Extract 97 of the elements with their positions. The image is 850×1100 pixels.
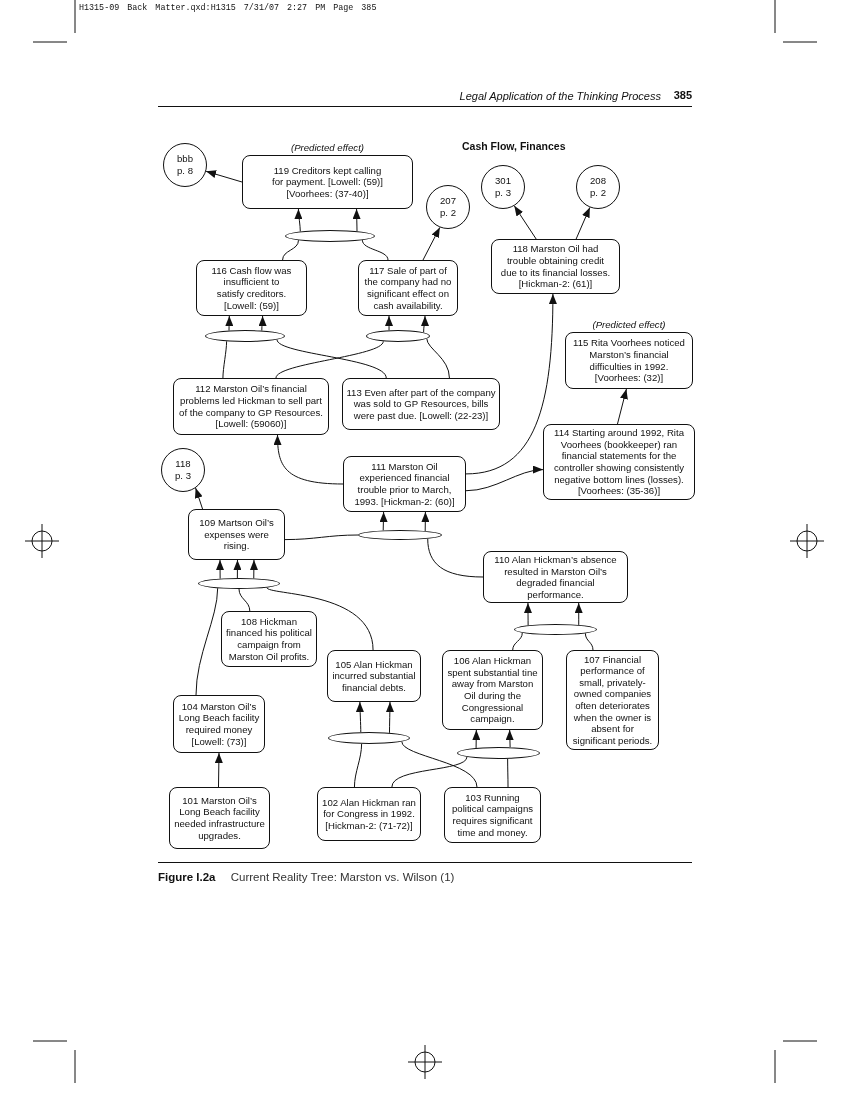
entity-box	[543, 424, 695, 500]
arrow	[465, 293, 557, 475]
entity-box	[491, 239, 620, 294]
page-connector-circle	[576, 165, 620, 209]
entity-text: 108 Hickman financed his political campaign from Marston Oil profits.	[225, 615, 313, 663]
page-reference-text: 208 p. 2	[589, 175, 607, 199]
entity-text: 107 Financial performance of small, privately-owned companies often deteriorates when the owner is absent for significant periods.	[571, 653, 654, 747]
page-connector-circle	[481, 165, 525, 209]
entity-box	[342, 378, 500, 430]
entity-text: 101 Marston Oil’s Long Beach facility needed infrastructure upgrades.	[173, 794, 266, 842]
page-connector-circle	[426, 185, 470, 229]
arrow	[421, 511, 430, 532]
entity-text: 106 Alan Hickman spent substantial tine away from Marston Oil during the Congressional campaign.	[446, 655, 539, 725]
entity-text: 109 Martson Oil’s expenses were rising.	[198, 517, 275, 552]
and-junction-ellipse	[457, 747, 540, 759]
page-reference-text: 118 p. 3	[174, 458, 192, 482]
diagram-title: Cash Flow, Finances	[462, 140, 566, 152]
and-junction-ellipse	[358, 530, 442, 540]
arrow	[273, 434, 344, 485]
arrow	[258, 315, 267, 332]
entity-text: 114 Starting around 1992, Rita Voorhees (bookkeeper) ran financial statements for the controller showing consistently negative bottom lines (losses). [Voorhees: (35-36)]	[552, 427, 686, 497]
connector-line	[584, 632, 594, 651]
connector-line	[427, 538, 484, 578]
entity-text: 119 Creditors kept calling for payment. [Lowell: (59)] [Voorhees: (37-40)]	[271, 164, 384, 200]
arrow	[385, 315, 393, 331]
annotation-text: (Predicted effect)	[592, 319, 666, 330]
figure-caption: Figure I.2a Current Reality Tree: Marston vs. Wilson (1)	[158, 870, 455, 884]
entity-box	[327, 650, 421, 702]
arrow	[249, 559, 258, 579]
entity-text: 105 Alan Hickman incurred substantial financial debts.	[331, 658, 417, 694]
connector-line	[238, 588, 251, 612]
arrow	[352, 208, 361, 232]
entity-box	[188, 509, 285, 560]
and-junction-ellipse	[205, 330, 285, 342]
connector-line	[282, 239, 299, 261]
connector-line	[401, 741, 478, 788]
arrow	[233, 559, 242, 579]
page-reference-text: 301 p. 3	[494, 175, 512, 199]
connector-line	[222, 340, 228, 379]
entity-text: 118 Marston Oil had trouble obtaining credit due to its financial losses. [Hickman-2: (61)]	[500, 243, 611, 290]
page-reference-text: bbb p. 8	[176, 153, 194, 177]
entity-text: 116 Cash flow was insufficient to satisfy creditors. [Lowell: (59)]	[210, 264, 293, 312]
arrow	[422, 226, 441, 261]
entity-text: 117 Sale of part of the company had no significant effect on cash availability.	[363, 264, 453, 312]
entity-text: 104 Marston Oil’s Long Beach facility required money [Lowell: (73)]	[177, 700, 261, 748]
connector-line	[507, 758, 509, 788]
page-number: 385	[673, 89, 692, 102]
and-junction-ellipse	[328, 732, 410, 744]
entity-text: 113 Even after part of the company was sold to GP Resources, bills were past due. [Lowell: (22-23)]	[346, 386, 496, 422]
entity-text: 110 Alan Hickman’s absence resulted in Marston Oil’s degraded financial performance.	[493, 554, 618, 601]
running-head: Legal Application of the Thinking Process	[459, 90, 661, 103]
arrow	[617, 388, 628, 425]
arrow	[505, 729, 514, 748]
entity-text: 102 Alan Hickman ran for Congress in 1992. [Hickman-2: (71-72)]	[321, 796, 417, 832]
annotation-text: (Predicted effect)	[290, 142, 365, 153]
arrow	[575, 206, 591, 240]
entity-box	[317, 787, 421, 841]
arrow	[214, 752, 223, 788]
page-connector-circle	[161, 448, 205, 492]
entity-text: 115 Rita Voorhees noticed Marston’s financial difficulties in 1992. [Voorhees: (32)]	[572, 337, 686, 384]
connector-line	[284, 534, 359, 541]
entity-box	[343, 456, 466, 512]
entity-text: 103 Running political campaigns requires significant time and money.	[450, 791, 535, 839]
arrow	[420, 315, 429, 333]
arrow	[513, 205, 537, 240]
page-reference-text: 207 p. 2	[439, 195, 457, 219]
arrow	[379, 511, 388, 531]
connector-line	[426, 338, 450, 379]
arrow	[465, 466, 544, 492]
entity-box	[483, 551, 628, 604]
connector-line	[266, 587, 374, 651]
entity-box	[444, 787, 541, 843]
print-slug-text: H1315-09 Back Matter.qxd:H1315 7/31/07 2:27 PM Page 385	[79, 3, 377, 13]
arrow	[194, 487, 204, 510]
arrow	[385, 701, 394, 734]
arrow	[294, 208, 303, 232]
connector-line	[195, 587, 219, 696]
entity-box	[196, 260, 307, 316]
connector-line	[512, 632, 523, 651]
entity-box	[242, 155, 413, 209]
entity-text: 112 Marston Oil’s financial problems led Hickman to sell part of the company to GP Resources. [Lowell: (59060)]	[178, 383, 324, 430]
and-junction-ellipse	[366, 330, 430, 342]
page-connector-circle	[163, 143, 207, 187]
and-junction-ellipse	[285, 230, 375, 242]
connector-line	[361, 239, 389, 261]
entity-box	[565, 332, 693, 389]
entity-text: 111 Marston Oil experienced financial trouble prior to March, 1993. [Hickman-2: (60)]	[353, 460, 456, 508]
connector-line	[391, 756, 468, 788]
entity-box	[169, 787, 270, 849]
arrow	[574, 602, 583, 626]
arrow	[356, 701, 364, 733]
arrow	[216, 559, 225, 580]
connector-line	[353, 743, 363, 788]
arrow	[523, 602, 532, 626]
arrow	[225, 315, 234, 331]
arrow	[472, 729, 481, 749]
arrow	[205, 170, 243, 183]
